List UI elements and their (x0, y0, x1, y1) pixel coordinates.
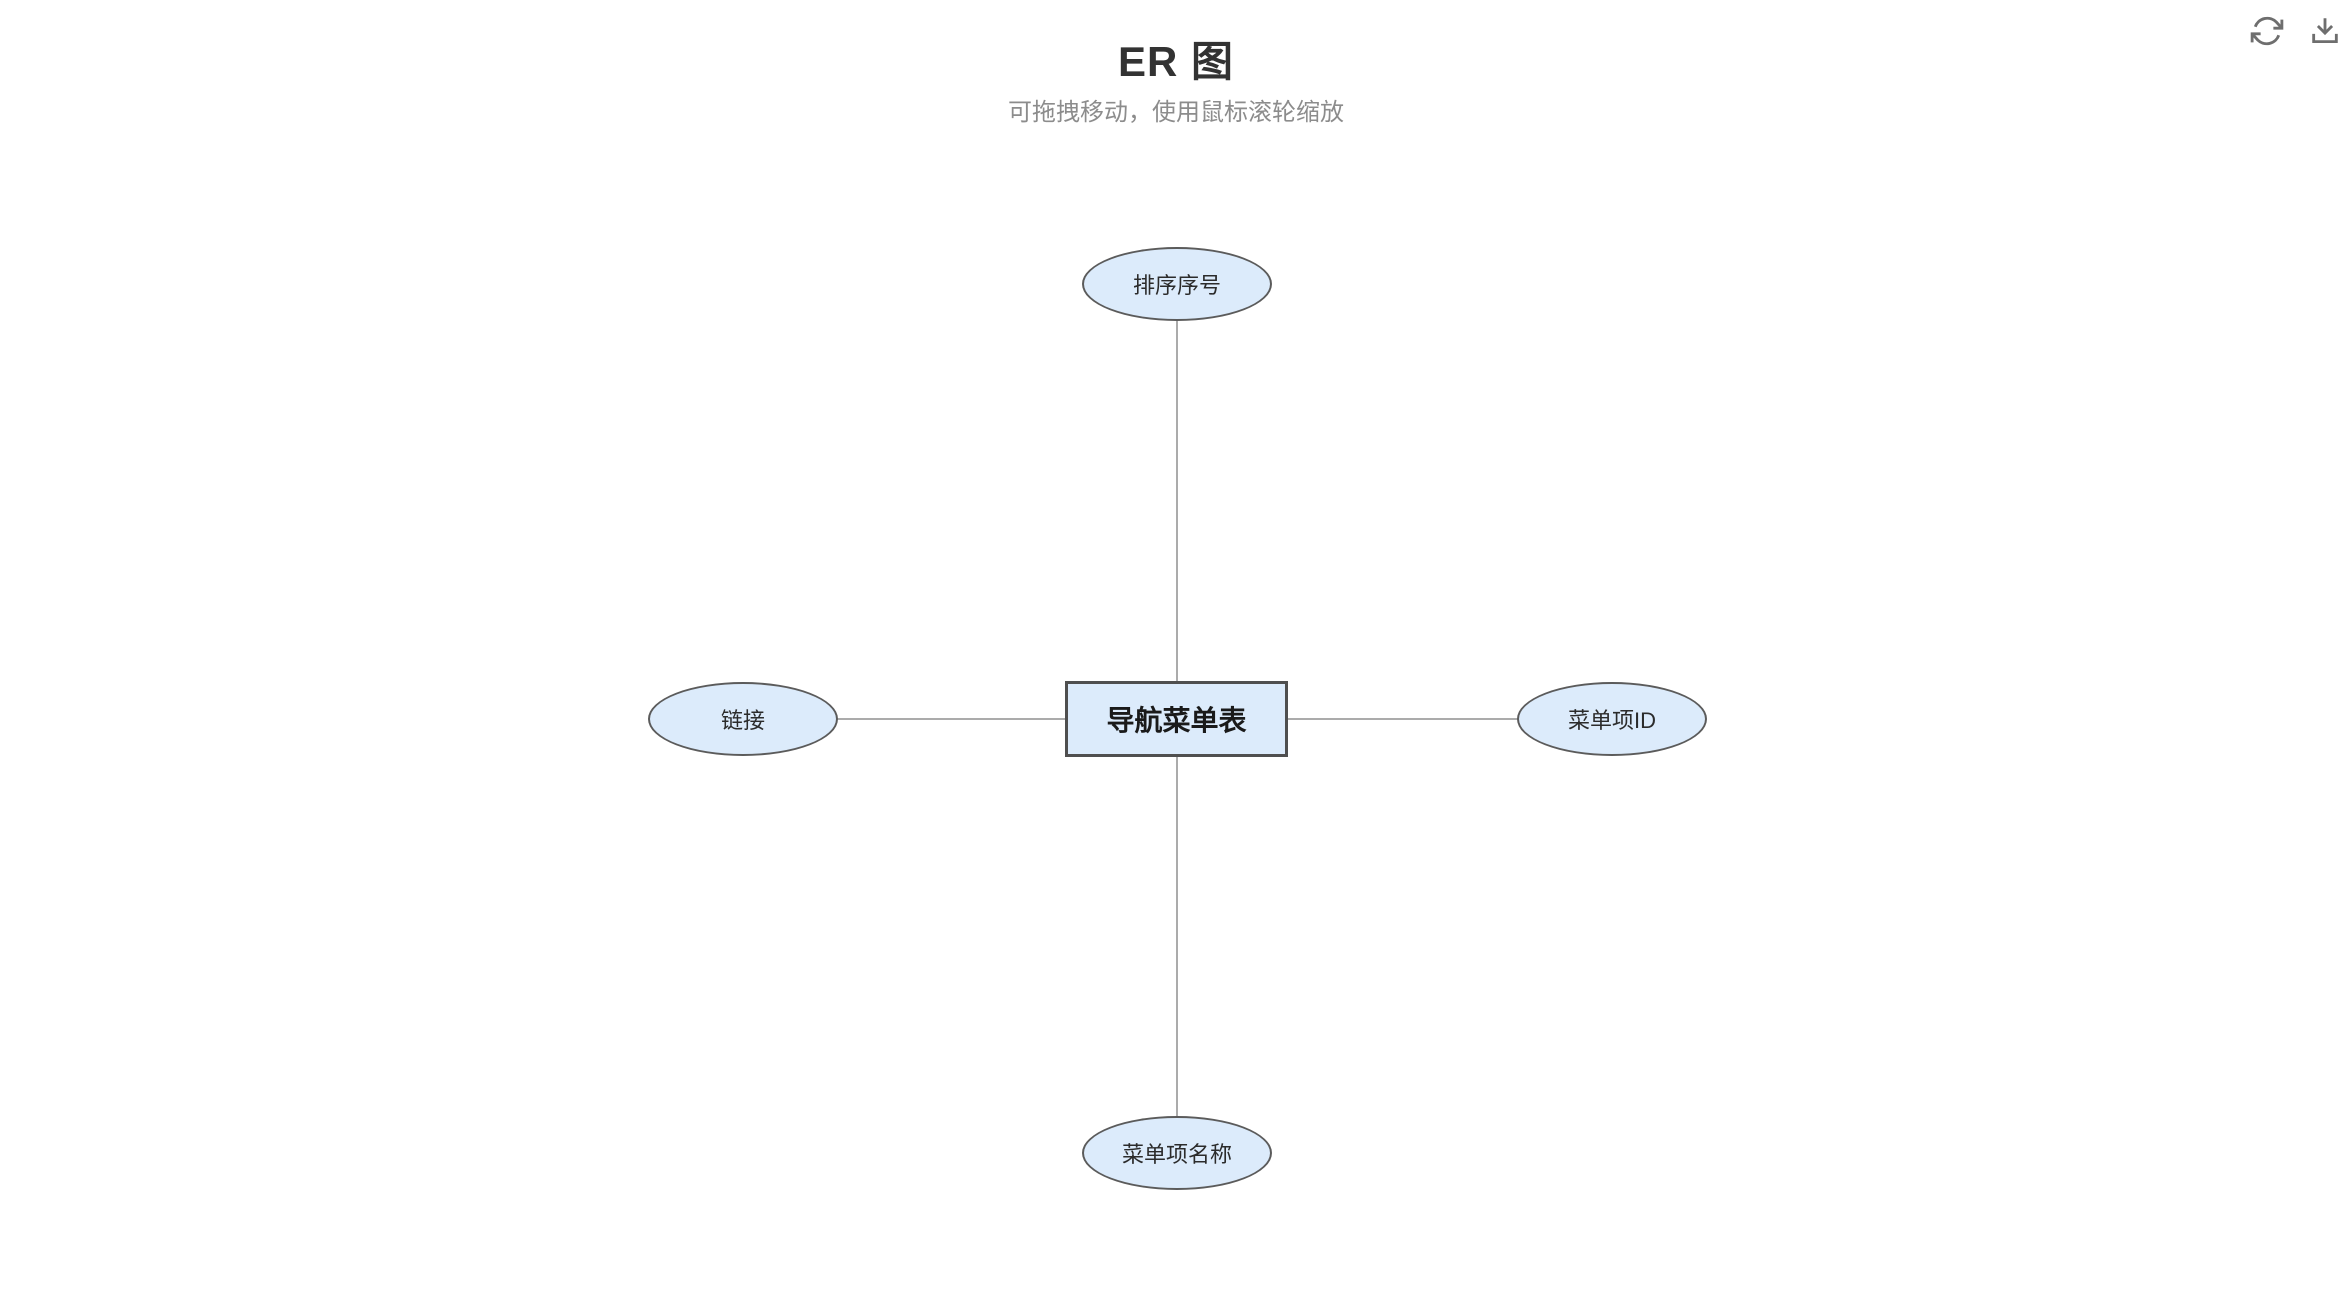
refresh-button[interactable] (2248, 12, 2286, 50)
attribute-node-top[interactable]: 排序序号 (1082, 247, 1272, 321)
refresh-icon (2250, 16, 2284, 46)
download-button[interactable] (2306, 12, 2344, 50)
download-icon (2312, 18, 2338, 44)
toolbar (2248, 12, 2344, 50)
entity-node-nav-menu-table[interactable]: 导航菜单表 (1065, 681, 1288, 757)
attribute-node-left[interactable]: 链接 (648, 682, 838, 756)
attribute-node-bottom[interactable]: 菜单项名称 (1082, 1116, 1272, 1190)
attribute-node-right[interactable]: 菜单项ID (1517, 682, 1707, 756)
